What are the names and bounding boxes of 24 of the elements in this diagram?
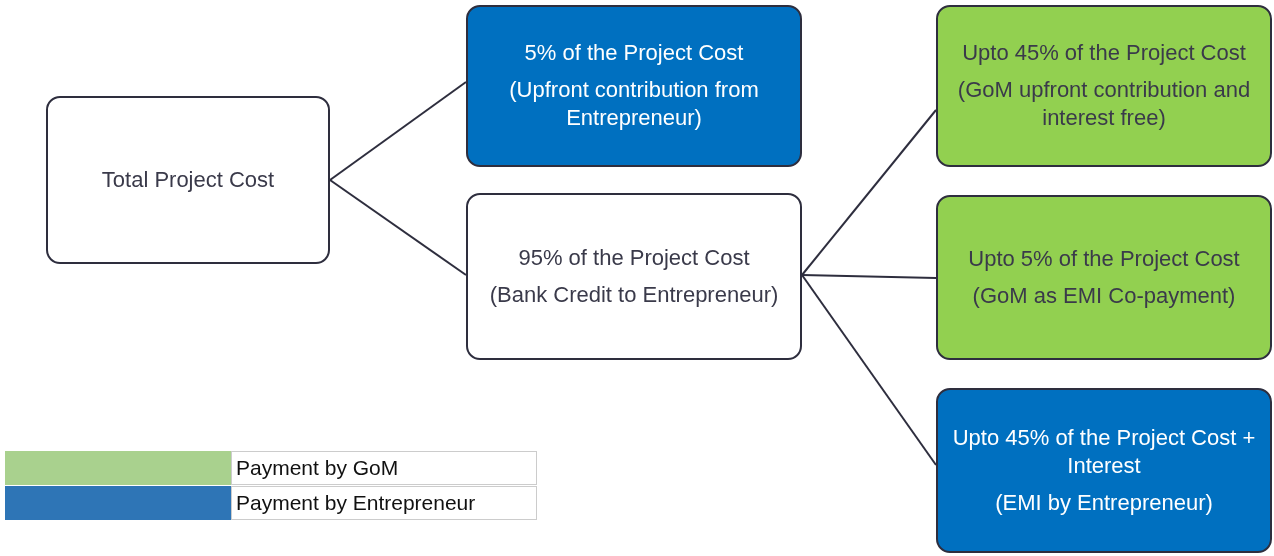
node-title: 95% of the Project Cost [518, 243, 750, 272]
connector-line [801, 274, 937, 279]
node-title: Total Project Cost [101, 165, 275, 194]
node-title: Upto 45% of the Project Cost + Interest [951, 423, 1257, 481]
node-title: 5% of the Project Cost [524, 39, 744, 68]
node-description: (GoM as EMI Co-payment) [972, 281, 1236, 310]
node-title: Upto 5% of the Project Cost [968, 244, 1240, 273]
node-description: (GoM upfront contribution and interest free) [956, 75, 1252, 133]
connector-line [801, 109, 937, 276]
connector-line [329, 179, 467, 276]
node-title: Upto 45% of the Project Cost [962, 39, 1246, 68]
node-description: (EMI by Entrepreneur) [995, 488, 1213, 517]
process-box [936, 195, 1272, 360]
connector-line [329, 81, 467, 181]
connector-line [801, 274, 937, 466]
process-box [936, 388, 1272, 553]
process-box [46, 96, 330, 264]
legend-label: Payment by Entrepreneur [231, 486, 537, 520]
legend-label: Payment by GoM [231, 451, 537, 485]
process-box [466, 5, 802, 167]
process-box [936, 5, 1272, 167]
node-description: (Bank Credit to Entrepreneur) [489, 280, 779, 309]
process-box [466, 193, 802, 360]
node-description: (Upfront contribution from Entrepreneur) [508, 75, 760, 133]
